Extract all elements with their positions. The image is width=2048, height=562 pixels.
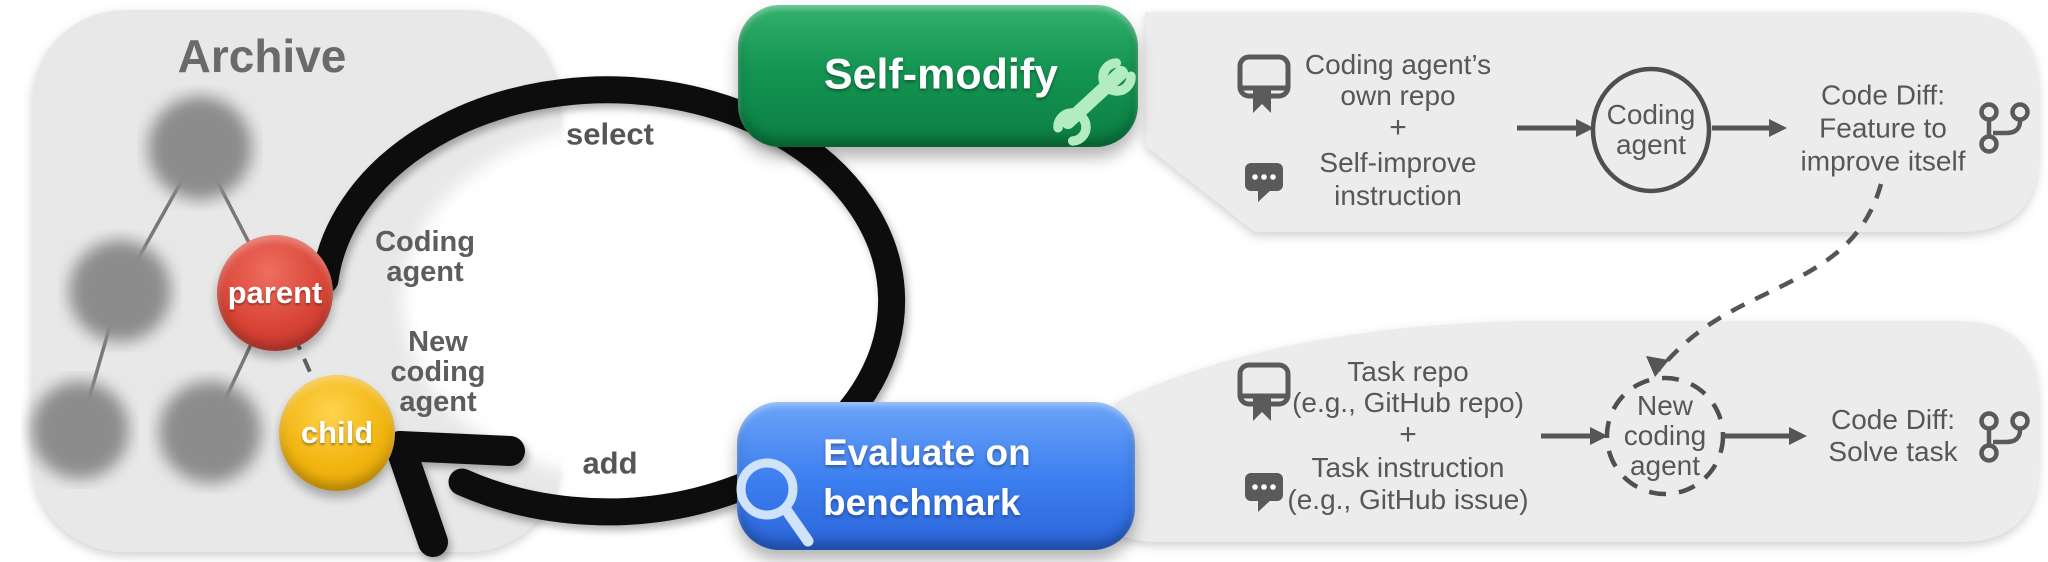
chat-bubble-icon [1245,473,1283,512]
top-flow-arrow-2 [1712,119,1787,137]
bottom-flow-arrow-2 [1723,427,1807,445]
evaluate-output-text: Code Diff: Solve task [1828,404,1958,467]
child-annotation: New coding agent [390,326,486,418]
self-modify-plus: + [1389,110,1407,144]
new-coding-agent-label: New coding agent [1623,390,1707,481]
top-flow-arrow-1 [1517,119,1594,137]
self-modify-output-text: Code Diff: Feature to improve itself [1800,79,1966,177]
self-modify-instruction-text: Self-improve instruction [1319,147,1477,211]
evaluate-badge-label: Evaluate on benchmark [823,432,1031,523]
coding-agent-circle [1590,66,1712,194]
child-agent-node [279,375,395,491]
evaluate-callout-panel [1089,321,2038,542]
self-improvement-handoff-arrow [1646,183,1884,377]
evaluate-instruction-text: Task instruction (e.g., GitHub issue) [1287,452,1529,515]
loop-interior [403,123,867,479]
repo-book-icon [1237,54,1291,113]
self-modify-badge-label: Self-modify [823,50,1059,99]
archive-title: Archive [177,29,347,82]
child-node-label: child [300,415,374,450]
parent-annotation: Coding agent [375,226,475,288]
chat-bubble-icon [1245,163,1283,202]
loop-arrow [311,76,906,557]
bottom-flow-arrow-1 [1541,427,1608,445]
evaluate-plus: + [1399,417,1417,451]
git-fork-icon [1979,102,2030,154]
parent-node-label: parent [227,275,323,310]
archive-gray-nodes [31,96,261,483]
loop-arrowhead-icon [385,431,525,557]
parent-agent-node [217,235,333,351]
evaluate-repo-text: Task repo (e.g., GitHub repo) [1292,356,1524,418]
self-modify-repo-text: Coding agent’s own repo [1304,49,1492,111]
git-fork-icon [1979,411,2030,463]
coding-agent-label: Coding agent [1606,99,1696,160]
loop-select-label: select [566,116,654,152]
loop-add-label: add [582,445,638,481]
repo-book-icon [1237,362,1291,421]
